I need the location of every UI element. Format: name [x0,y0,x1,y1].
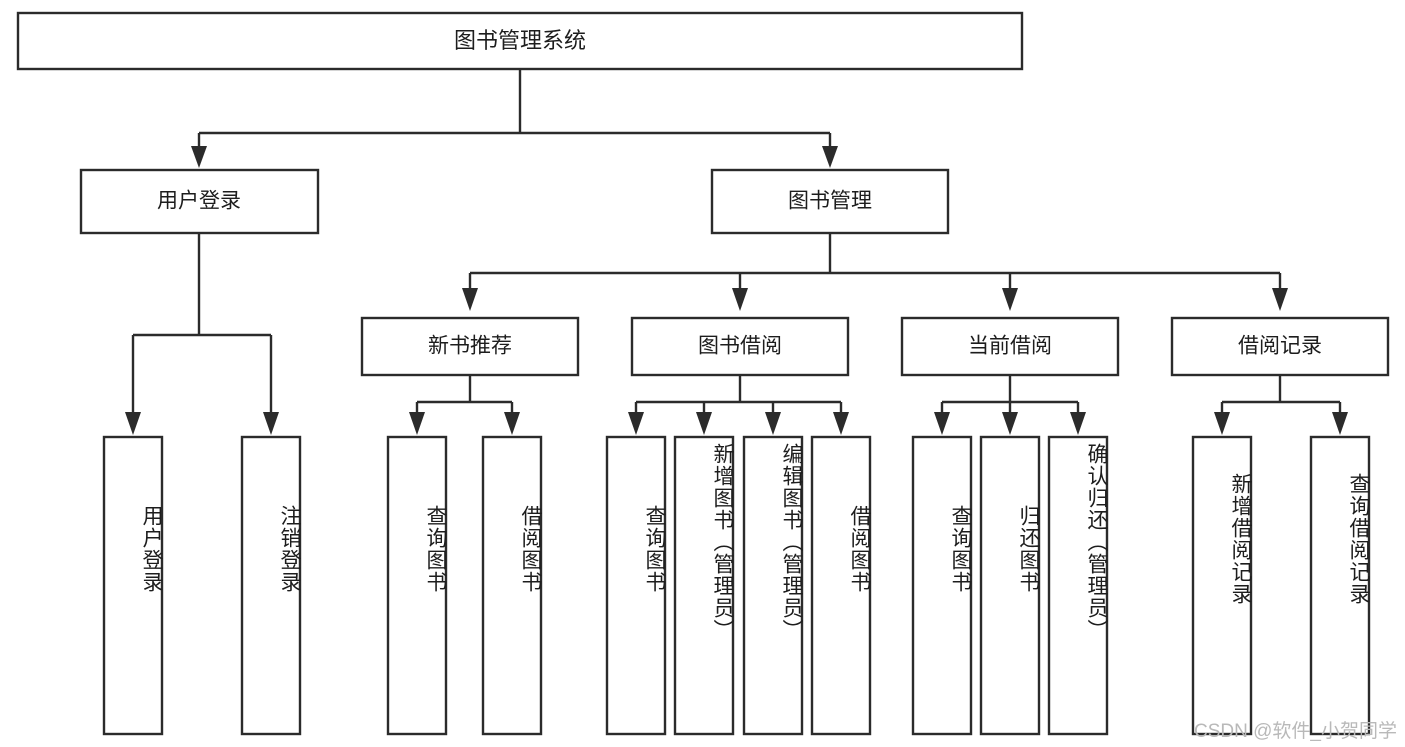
node-book-management-box[interactable] [710,168,950,235]
leaf-box-user-login[interactable] [102,435,164,736]
arrowhead-cb-leaf-1-icon [934,412,950,435]
node-root-box[interactable] [16,11,1024,71]
node-current-borrow[interactable]: 当前借阅 [900,316,1120,377]
arrowhead-cb-leaf-2-icon [1002,412,1018,435]
node-current-borrow-label: 当前借阅 [968,335,1052,358]
arrowhead-user-login-icon [191,146,207,168]
leaf-box-borrow-book-nb[interactable] [481,435,543,736]
watermark-text: CSDN @软件_小贺同学 [1194,721,1397,742]
arrowhead-bb-leaf-3-icon [765,412,781,435]
arrowhead-leaf-user-login-icon [125,412,141,435]
arrowhead-nb-leaf-1-icon [409,412,425,435]
arrowhead-nb-leaf-2-icon [504,412,520,435]
leaf-box-query-record[interactable] [1309,435,1371,736]
arrowhead-bb-leaf-1-icon [628,412,644,435]
arrowhead-leaf-logout-icon [263,412,279,435]
arrowhead-borrow-record-icon [1272,288,1288,311]
arrowhead-bb-leaf-4-icon [833,412,849,435]
leaf-box-add-book[interactable] [673,435,735,736]
node-user-login-box[interactable] [79,168,320,235]
leaf-box-query-book-nb[interactable] [386,435,448,736]
node-book-management-label: 图书管理 [788,190,872,213]
arrowhead-cb-leaf-3-icon [1070,412,1086,435]
node-new-book-recommend[interactable]: 新书推荐 [360,316,580,377]
arrowhead-book-manage-icon [822,146,838,168]
node-borrow-record[interactable]: 借阅记录 [1170,316,1390,377]
leaf-box-logout[interactable] [240,435,302,736]
arrowhead-current-borrow-icon [1002,288,1018,311]
arrowhead-new-book-icon [462,288,478,311]
node-book-borrow-label: 图书借阅 [698,335,782,358]
node-book-borrow-box[interactable] [630,316,850,377]
leaf-box-edit-book[interactable] [742,435,804,736]
node-new-book-recommend-box[interactable] [360,316,580,377]
node-root-system[interactable]: 图书管理系统 [16,11,1024,71]
node-borrow-record-label: 借阅记录 [1238,335,1322,358]
leaf-box-query-book-bb[interactable] [605,435,667,736]
arrowhead-book-borrow-icon [732,288,748,311]
leaf-box-confirm-return[interactable] [1047,435,1109,736]
leaf-box-query-book-cb[interactable] [911,435,973,736]
arrowhead-br-leaf-2-icon [1332,412,1348,435]
leaf-box-borrow-book-bb[interactable] [810,435,872,736]
node-user-login-label: 用户登录 [157,190,241,213]
leaf-box-return-book[interactable] [979,435,1041,736]
arrowhead-br-leaf-1-icon [1214,412,1230,435]
node-current-borrow-box[interactable] [900,316,1120,377]
node-book-management[interactable]: 图书管理 [710,168,950,235]
node-root-label: 图书管理系统 [454,28,586,53]
leaf-box-add-record[interactable] [1191,435,1253,736]
arrowhead-bb-leaf-2-icon [696,412,712,435]
leaf-box-layer [102,435,1371,736]
connector-layer [125,69,1348,435]
node-new-book-recommend-label: 新书推荐 [428,335,512,358]
node-borrow-record-box[interactable] [1170,316,1390,377]
node-book-borrow[interactable]: 图书借阅 [630,316,850,377]
node-user-login[interactable]: 用户登录 [79,168,320,235]
